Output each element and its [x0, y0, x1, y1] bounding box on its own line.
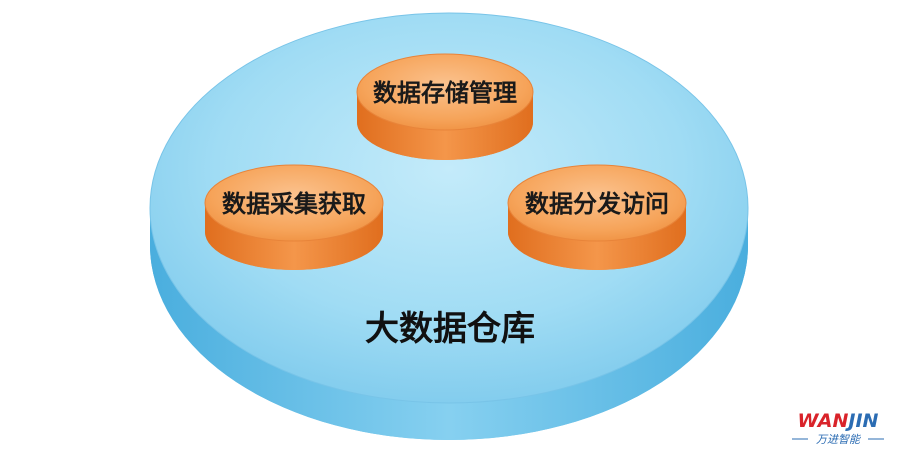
module-distribution-label: 数据分发访问: [525, 190, 669, 218]
brand-name-part2: JIN: [844, 410, 878, 432]
brand-logo: WANJIN 万进智能: [792, 410, 884, 446]
module-distribution-access: 数据分发访问: [507, 164, 687, 270]
module-storage-top: [356, 53, 534, 131]
module-distribution-top: [507, 164, 687, 242]
base-label: 大数据仓库: [365, 309, 535, 349]
module-collection-acquisition: 数据采集获取: [204, 164, 384, 270]
module-storage-management: 数据存储管理: [356, 53, 534, 160]
module-collection-top: [204, 164, 384, 242]
module-collection-label: 数据采集获取: [222, 190, 366, 218]
brand-name-part1: WAN: [798, 410, 849, 432]
base-platform-top: [149, 12, 749, 404]
brand-name: WANJIN: [798, 410, 879, 432]
module-storage-label: 数据存储管理: [373, 79, 517, 107]
brand-subtitle: 万进智能: [816, 433, 862, 446]
